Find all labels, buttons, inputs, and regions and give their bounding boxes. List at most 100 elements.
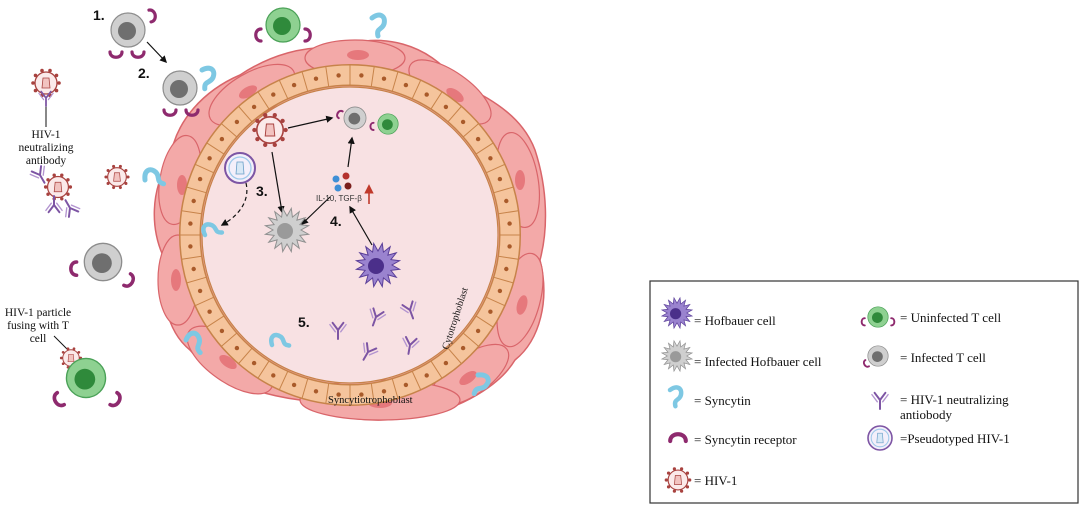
cytotrophoblast-cell-border <box>238 348 253 364</box>
cytotrophoblast-nucleus <box>251 104 257 110</box>
cytotrophoblast-nucleus <box>188 244 193 249</box>
cytotrophoblast-nucleus <box>424 92 429 97</box>
cytotrophoblast-cell-border <box>301 71 309 92</box>
fusing-note-line-3: cell <box>30 333 47 345</box>
antibody-left-3 <box>45 195 63 214</box>
cytotrophoblast-nucleus <box>219 328 225 334</box>
cytotrophoblast-nucleus <box>197 288 203 294</box>
antibody-stroma-5 <box>402 335 420 355</box>
cytotrophoblast-nucleus <box>424 373 429 378</box>
antibody-note-line-2: neutralizing <box>19 142 74 154</box>
t-cell-step1 <box>108 8 157 59</box>
t-cell-uninfected-top <box>254 7 312 43</box>
cytokines <box>332 172 352 192</box>
cytotrophoblast-cell-border <box>486 296 505 307</box>
syncytiotrophoblast-label: Syncytiotrophoblast <box>328 395 413 406</box>
syncytin-left <box>142 167 167 187</box>
cytotrophoblast-nucleus <box>475 328 481 334</box>
cytotrophoblast-nucleus <box>381 389 387 394</box>
infected-hofbauer-inside <box>263 206 311 254</box>
cytotrophoblast-cell-border <box>493 276 514 284</box>
cytotrophoblast-nucleus <box>507 221 512 226</box>
cytotrophoblast-cell-border <box>391 378 399 399</box>
hiv1-particle-middle <box>104 164 130 190</box>
cytotrophoblast-cell-border <box>486 163 505 174</box>
antibody-left-4 <box>64 199 81 218</box>
t-cell-infected-inside <box>336 106 367 130</box>
cytotrophoblast-layer <box>179 64 521 406</box>
syncytin-top <box>369 12 387 39</box>
antibody-note: HIV-1 neutralizing antibody <box>19 129 74 167</box>
cytotrophoblast-nucleus <box>207 309 212 314</box>
cytotrophoblast-cell-border <box>181 255 202 260</box>
cytotrophoblast-nucleus <box>475 136 481 142</box>
cytotrophoblast-nucleus <box>443 360 449 366</box>
legend-uninfected-t-icon <box>860 306 896 328</box>
cytotrophoblast-nucleus <box>197 176 203 182</box>
t-cell-left <box>69 242 135 288</box>
cytotrophoblast-nucleus <box>271 373 276 378</box>
step-1-label: 1. <box>93 7 105 23</box>
antibody-stroma-3 <box>399 300 417 320</box>
legend-icons <box>660 296 896 493</box>
cytotrophoblast-nucleus <box>504 266 509 272</box>
cytotrophoblast-nucleus <box>488 156 493 161</box>
legend-syncytin-label: = Syncytin <box>694 393 751 408</box>
antibody-left-2 <box>29 165 46 184</box>
cytotrophoblast-nucleus <box>313 76 319 81</box>
cytotrophoblast-nucleus <box>359 392 364 397</box>
fusing-note: HIV-1 particle fusing with T cell <box>5 307 71 345</box>
antibody-note-line-1: HIV-1 <box>32 129 61 141</box>
cytotrophoblast-cell-border <box>278 80 289 99</box>
cytotrophoblast-nucleus <box>336 73 341 78</box>
legend-hofbauer-label: = Hofbauer cell <box>694 313 776 328</box>
cytotrophoblast-nucleus <box>234 345 240 351</box>
cytotrophoblast-nucleus <box>188 221 193 226</box>
t-cell-step2 <box>162 70 200 117</box>
cytotrophoblast-nucleus <box>207 156 212 161</box>
villus-stroma <box>201 86 499 384</box>
cytotrophoblast-cell-border <box>391 71 399 92</box>
legend-pseudotyped-label: =Pseudotyped HIV-1 <box>900 431 1010 446</box>
legend-uninfected-t-label: = Uninfected T cell <box>900 310 1001 325</box>
cytotrophoblast-cell-border <box>370 383 375 404</box>
cytotrophoblast-cell-border <box>430 91 443 110</box>
syncytin-step2 <box>199 65 217 92</box>
hiv1-particle-left <box>31 68 61 98</box>
cytokine-label: IL-10, TGF-β <box>316 194 362 203</box>
cytotrophoblast-cell-border <box>447 348 462 364</box>
cytotrophoblast-cell-border <box>325 383 330 404</box>
cytotrophoblast-nucleus <box>336 392 341 397</box>
syncytin-inside-2 <box>269 332 292 348</box>
cytotrophoblast-nucleus <box>497 176 503 182</box>
hiv1-particle-inside <box>252 112 288 148</box>
t-cell-uninfected-inside <box>369 113 399 135</box>
antibody-stroma-4 <box>362 342 379 361</box>
cytotrophoblast-cell-border <box>475 315 494 328</box>
cytotrophoblast-nucleus <box>460 345 466 351</box>
t-cell-fusing <box>52 357 122 408</box>
cytotrophoblast-nucleus <box>403 82 409 88</box>
cytotrophoblast-cell-border <box>221 332 237 347</box>
legend-neutralizing-ab-icon <box>871 391 889 410</box>
cytotrophoblast-cell-border <box>206 142 225 155</box>
cytotrophoblast-cell-border <box>463 123 479 138</box>
cytotrophoblast-cell-border <box>221 123 237 138</box>
cytotrophoblast-nucleus <box>191 266 196 272</box>
step-5-label: 5. <box>298 314 310 330</box>
cells-layer <box>29 7 491 408</box>
cytotrophoblast-cell-border <box>186 276 207 284</box>
legend-hiv1-label: = HIV-1 <box>694 473 737 488</box>
cytotrophoblast-cell-border <box>301 378 309 399</box>
antibody-left-1 <box>38 90 54 107</box>
legend-hofbauer-icon <box>660 296 694 330</box>
cytotrophoblast-cell-border <box>195 296 214 307</box>
cytotrophoblast-nucleus <box>381 76 387 81</box>
cytotrophoblast-cell-border <box>411 80 422 99</box>
antibody-stroma-2 <box>369 307 387 327</box>
legend-infected-t-icon <box>862 345 889 368</box>
cytotrophoblast-nucleus <box>271 92 276 97</box>
cytotrophoblast-cell-border <box>257 91 270 110</box>
legend-infected-hofbauer-icon <box>660 339 694 373</box>
